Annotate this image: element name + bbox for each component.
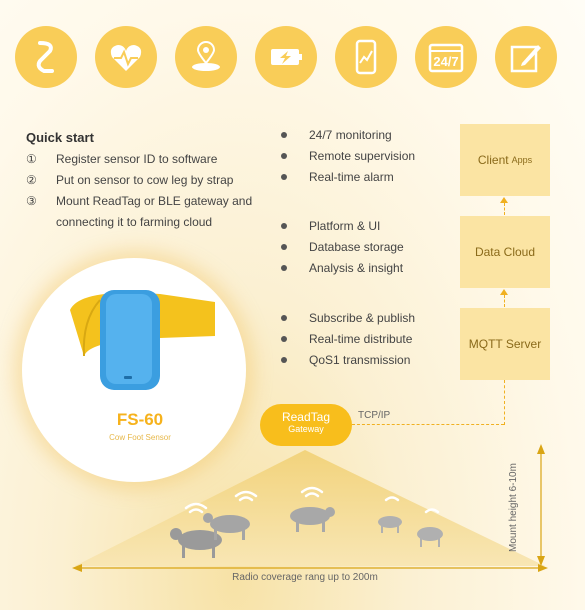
feature-item: QoS1 transmission bbox=[281, 353, 410, 367]
bullet-dot bbox=[281, 244, 287, 250]
bullet-dot bbox=[281, 174, 287, 180]
arrow-up-icon bbox=[500, 289, 508, 295]
feature-item: Platform & UI bbox=[281, 219, 380, 233]
radio-coverage-label: Radio coverage rang up to 200m bbox=[232, 572, 378, 583]
edit-note-icon bbox=[495, 26, 557, 88]
feature-item: 24/7 monitoring bbox=[281, 128, 392, 142]
arrow-left-icon bbox=[72, 564, 82, 572]
product-subtitle: Cow Foot Sensor bbox=[109, 433, 171, 442]
battery-icon bbox=[255, 26, 317, 88]
bullet-dot bbox=[281, 132, 287, 138]
mqtt-server-box: MQTT Server bbox=[460, 308, 550, 380]
quick-start-step: ③ Mount ReadTag or BLE gateway and bbox=[26, 194, 253, 208]
heart-pulse-icon bbox=[95, 26, 157, 88]
bullet-dot bbox=[281, 265, 287, 271]
arrow-down-icon bbox=[537, 556, 545, 566]
calendar-24-7-icon: 24/7 bbox=[415, 26, 477, 88]
feature-item: Subscribe & publish bbox=[281, 311, 415, 325]
product-name: FS-60 bbox=[116, 410, 164, 429]
feature-item: Real-time distribute bbox=[281, 332, 412, 346]
connector-line bbox=[504, 295, 505, 307]
calendar-label: 24/7 bbox=[433, 53, 459, 69]
connector-line bbox=[352, 424, 504, 425]
feature-item: Database storage bbox=[281, 240, 404, 254]
arrow-right-icon bbox=[538, 564, 548, 572]
quick-start-title: Quick start bbox=[26, 130, 94, 145]
cow-icon bbox=[378, 516, 402, 533]
connector-line bbox=[504, 203, 505, 215]
wifi-icon bbox=[184, 486, 440, 514]
cow-icon bbox=[417, 527, 443, 547]
bullet-dot bbox=[281, 336, 287, 342]
mount-height-label: Mount height 6-10m bbox=[508, 463, 519, 552]
tcp-label: TCP/IP bbox=[358, 410, 391, 421]
cow-icon bbox=[203, 513, 250, 540]
cow-icon bbox=[290, 507, 335, 532]
quick-start-step: connecting it to farming cloud bbox=[56, 215, 213, 229]
bullet-dot bbox=[281, 315, 287, 321]
smartphone-chart-icon bbox=[335, 26, 397, 88]
strap-icon bbox=[15, 26, 77, 88]
bullet-dot bbox=[281, 357, 287, 363]
quick-start-step: ① Register sensor ID to software bbox=[26, 152, 218, 166]
feature-item: Analysis & insight bbox=[281, 261, 403, 275]
quick-start-step: ② Put on sensor to cow leg by strap bbox=[26, 173, 234, 187]
bullet-dot bbox=[281, 223, 287, 229]
bullet-dot bbox=[281, 153, 287, 159]
connector-line bbox=[504, 380, 505, 425]
feature-item: Remote supervision bbox=[281, 149, 415, 163]
gateway-badge: ReadTag Gateway bbox=[260, 404, 352, 446]
arrow-up-icon bbox=[500, 197, 508, 203]
data-cloud-box: Data Cloud bbox=[460, 216, 550, 288]
feature-item: Real-time alarm bbox=[281, 170, 394, 184]
sensor-image bbox=[70, 290, 215, 390]
coverage-area bbox=[72, 444, 548, 572]
cow-icon bbox=[170, 528, 222, 558]
arrow-up-icon bbox=[537, 444, 545, 454]
location-pin-icon bbox=[175, 26, 237, 88]
